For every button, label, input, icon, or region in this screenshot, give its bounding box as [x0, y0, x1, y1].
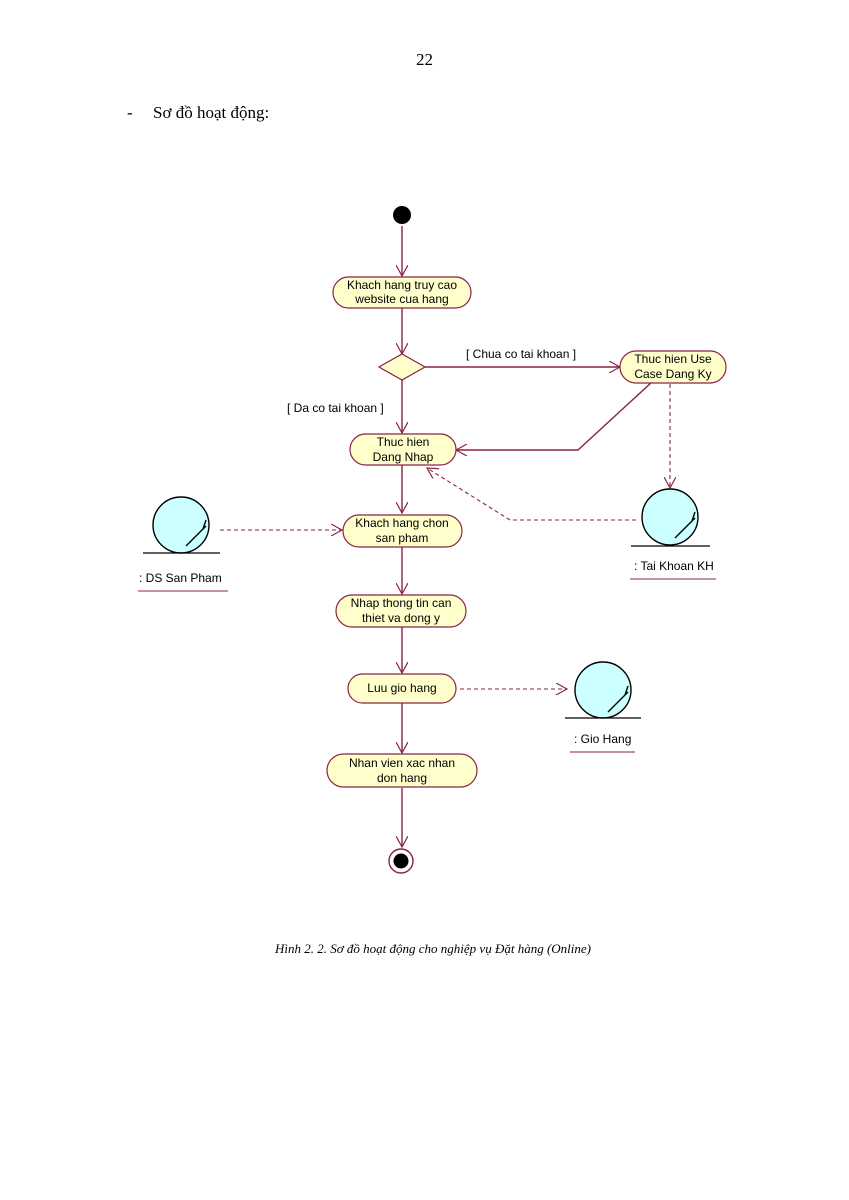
- activity-label: Dang Nhap: [373, 450, 434, 464]
- decision-node: [377, 353, 427, 381]
- activity-label: Luu gio hang: [367, 681, 436, 695]
- guard-no-account: [ Chua co tai khoan ]: [466, 347, 576, 361]
- heading-text: Sơ đồ hoạt động:: [153, 103, 270, 122]
- activity-label: Nhap thong tin can: [351, 596, 452, 610]
- activity-label: Thuc hien Use: [634, 352, 712, 366]
- object-label: : Tai Khoan KH: [634, 559, 714, 573]
- guard-has-account: [ Da co tai khoan ]: [287, 401, 384, 415]
- activity-label: Khach hang chon: [355, 516, 448, 530]
- final-node: [388, 848, 414, 874]
- activity-choose-product: Khach hang chon san pham: [342, 514, 463, 548]
- activity-label: thiet va dong y: [362, 611, 440, 625]
- activity-label: website cua hang: [354, 292, 448, 306]
- activity-save-cart: Luu gio hang: [347, 673, 457, 704]
- flow-register-to-login: [456, 381, 653, 450]
- entity-icon: [574, 661, 632, 719]
- activity-register: Thuc hien Use Case Dang Ky: [619, 350, 727, 384]
- activity-login: Thuc hien Dang Nhap: [349, 433, 457, 466]
- object-flows: [220, 384, 670, 689]
- flow-account-to-login: [427, 468, 636, 521]
- activity-staff-confirm: Nhan vien xac nhan don hang: [326, 753, 478, 788]
- activity-enter-info: Nhap thong tin can thiet va dong y: [335, 594, 467, 628]
- figure-caption: Hình 2. 2. Sơ đồ hoạt động cho nghiệp vụ…: [274, 941, 591, 956]
- activity-access-website: Khach hang truy cao website cua hang: [332, 276, 472, 309]
- activity-label: Khach hang truy cao: [347, 278, 457, 292]
- initial-node: [393, 206, 411, 224]
- activity-label: don hang: [377, 771, 427, 785]
- activity-label: Case Dang Ky: [634, 367, 711, 381]
- page-number: 22: [416, 50, 433, 69]
- activity-label: san pham: [376, 531, 429, 545]
- entity-icon: [641, 488, 699, 546]
- object-product-list: : DS San Pham: [138, 496, 228, 592]
- object-cart: : Gio Hang: [565, 661, 641, 753]
- control-flows: [402, 226, 653, 847]
- activity-label: Nhan vien xac nhan: [349, 756, 455, 770]
- object-label: : DS San Pham: [139, 571, 222, 585]
- heading-bullet: -: [127, 103, 133, 122]
- object-customer-account: : Tai Khoan KH: [630, 488, 716, 580]
- object-label: : Gio Hang: [574, 732, 631, 746]
- activity-label: Thuc hien: [377, 435, 430, 449]
- entity-icon: [152, 496, 210, 554]
- section-heading: - Sơ đồ hoạt động:: [127, 103, 269, 123]
